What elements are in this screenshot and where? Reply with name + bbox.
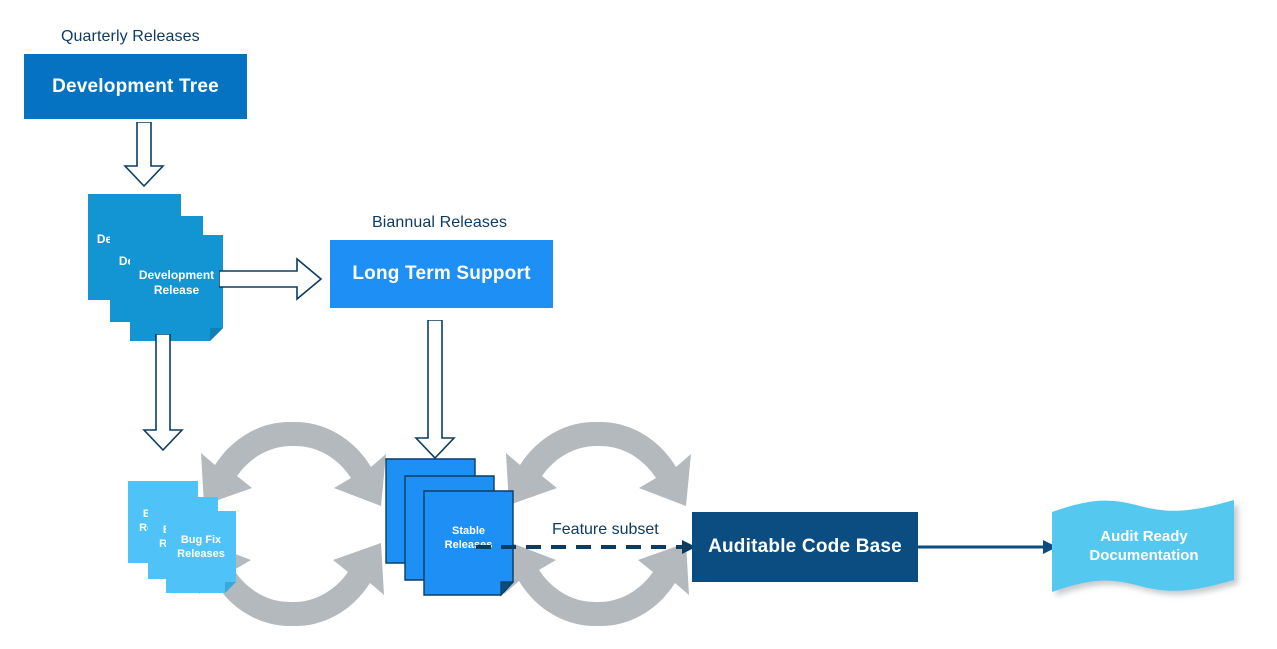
dashed-arrow-right-icon-feature-subset <box>476 536 701 563</box>
circular-cycle-arrow-icon-right <box>495 408 700 645</box>
block-arrow-down-icon-dev-tree-to-release <box>119 121 169 193</box>
node-auditable-code-base[interactable]: Auditable Code Base <box>692 512 918 582</box>
node-long-term-support[interactable]: Long Term Support <box>330 240 553 308</box>
card-stack-development-release[interactable]: Development Release Development Release … <box>88 194 228 341</box>
card-bug-fix-releases-front-label: Bug Fix Releases <box>177 534 225 560</box>
card-bug-fix-releases-front: Bug Fix Releases <box>166 511 236 593</box>
card-stable-releases-front: Stable Releases <box>423 490 515 597</box>
connector-label-feature-subset: Feature subset <box>552 521 659 538</box>
circular-cycle-arrow-icon-left <box>190 408 395 645</box>
block-arrow-down-icon-lts-to-stable <box>411 319 459 465</box>
caption-quarterly-releases: Quarterly Releases <box>61 28 200 45</box>
block-arrow-right-icon-release-to-lts <box>218 255 323 308</box>
block-arrow-down-icon-release-to-bugfix <box>139 333 187 457</box>
card-development-release-front: Development Release <box>130 235 223 341</box>
card-stack-bug-fix-releases[interactable]: Bug Fix Releases Bug Fix Releases Bug Fi… <box>128 481 263 593</box>
node-development-tree[interactable]: Development Tree <box>24 54 247 119</box>
card-development-release-front-label: Development Release <box>138 268 215 297</box>
card-stack-stable-releases[interactable]: Stable Releases Stable Releases Stable R… <box>385 458 516 597</box>
caption-biannual-releases: Biannual Releases <box>372 214 508 231</box>
node-audit-ready-documentation[interactable]: Audit Ready Documentation <box>1046 492 1246 607</box>
arrow-right-icon-audit-to-docs <box>918 537 1058 562</box>
